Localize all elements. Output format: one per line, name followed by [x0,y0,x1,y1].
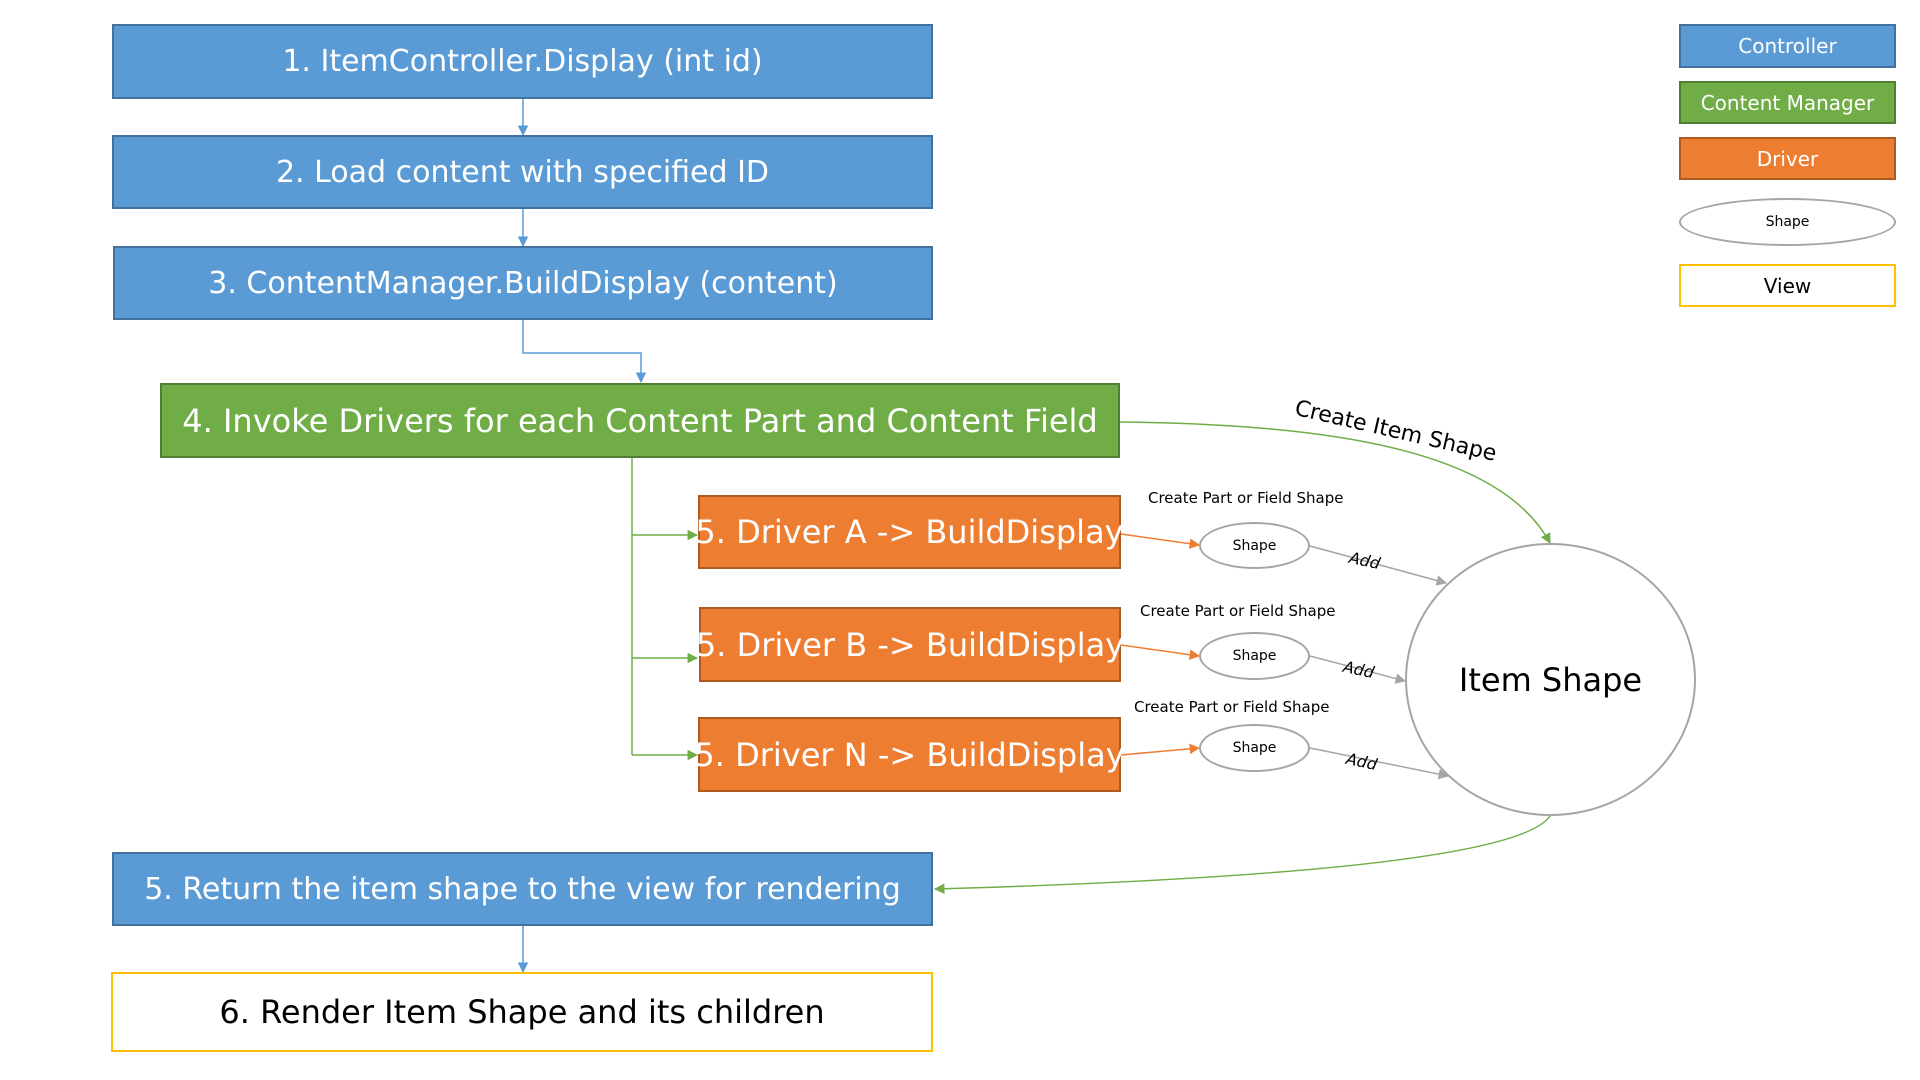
edge-4-to-item-shape [1119,421,1551,544]
edge-item-shape-to-return [933,815,1551,894]
create-part-shape-label-b: Create Part or Field Shape [1140,602,1336,620]
step-1-item-controller-display: 1. ItemController.Display (int id) [112,24,933,99]
create-part-shape-label-n: Create Part or Field Shape [1134,698,1330,716]
part-shape-a: Shape [1199,522,1310,569]
step-5-driver-a: 5. Driver A -> BuildDisplay [695,495,1124,569]
legend-driver: Driver [1679,137,1896,180]
step-4-invoke-drivers: 4. Invoke Drivers for each Content Part … [160,383,1120,458]
edge-driver-n-to-shape [1120,743,1201,756]
legend-shape: Shape [1679,198,1896,246]
edge-shape-b-to-item [1309,655,1407,684]
item-shape-circle: Item Shape [1405,543,1696,816]
create-part-shape-label-a: Create Part or Field Shape [1148,489,1344,507]
step-5-driver-b: 5. Driver B -> BuildDisplay [696,607,1124,682]
edge-3-to-4 [522,320,647,384]
edge-shape-a-to-item [1309,545,1448,586]
step-2-load-content: 2. Load content with specified ID [112,135,933,209]
step-5-driver-n: 5. Driver N -> BuildDisplay [694,717,1125,792]
part-shape-b: Shape [1199,632,1310,680]
step-3-build-display: 3. ContentManager.BuildDisplay (content) [113,246,933,320]
edge-driver-b-to-shape [1120,644,1201,660]
part-shape-n: Shape [1199,724,1310,772]
legend-view: View [1679,264,1896,307]
legend-content-manager: Content Manager [1679,81,1896,124]
edge-shape-n-to-item [1309,747,1450,780]
step-6-render-item-shape: 6. Render Item Shape and its children [111,972,933,1052]
step-5-return-item-shape: 5. Return the item shape to the view for… [112,852,933,926]
edge-driver-a-to-shape [1120,533,1201,549]
legend-controller: Controller [1679,24,1896,68]
